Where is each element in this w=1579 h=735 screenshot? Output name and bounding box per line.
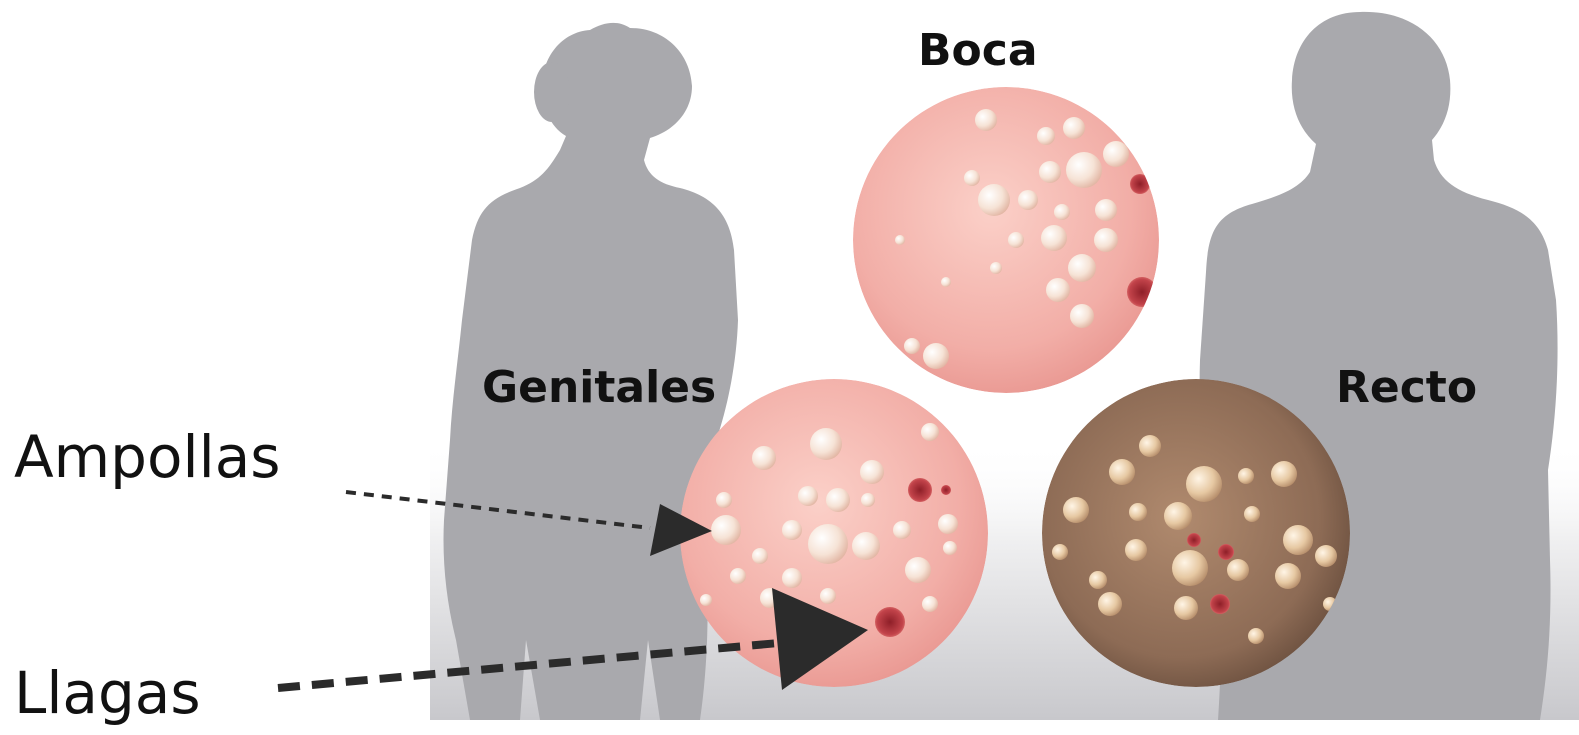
boca-closeup [853, 87, 1159, 393]
label-ampollas: Ampollas [14, 428, 280, 486]
label-genitales: Genitales [482, 366, 716, 410]
label-recto: Recto [1336, 366, 1477, 410]
recto-closeup [1042, 379, 1350, 687]
label-llagas: Llagas [14, 664, 201, 722]
hair-bun [534, 62, 570, 122]
label-boca: Boca [918, 29, 1038, 73]
